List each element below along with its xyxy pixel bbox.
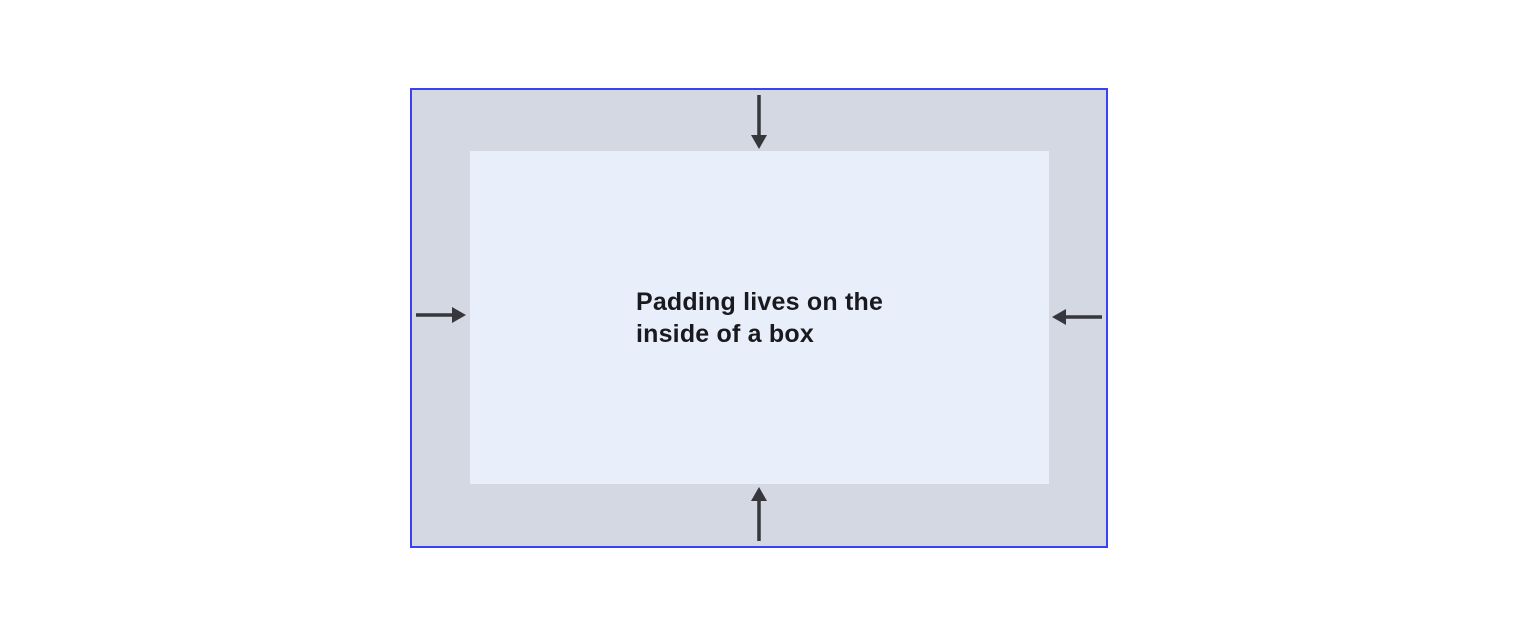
content-box: Padding lives on the inside of a box [470, 151, 1049, 484]
diagram-label: Padding lives on the inside of a box [636, 286, 883, 350]
diagram-label-line-1: Padding lives on the [635, 287, 884, 316]
arrow-right-icon [416, 305, 466, 325]
arrow-up-icon [749, 487, 769, 541]
padding-area-box: Padding lives on the inside of a box [410, 88, 1108, 548]
diagram-label-line-2: inside of a box [635, 319, 814, 348]
arrow-left-icon [1052, 307, 1102, 327]
arrow-down-icon [749, 95, 769, 149]
